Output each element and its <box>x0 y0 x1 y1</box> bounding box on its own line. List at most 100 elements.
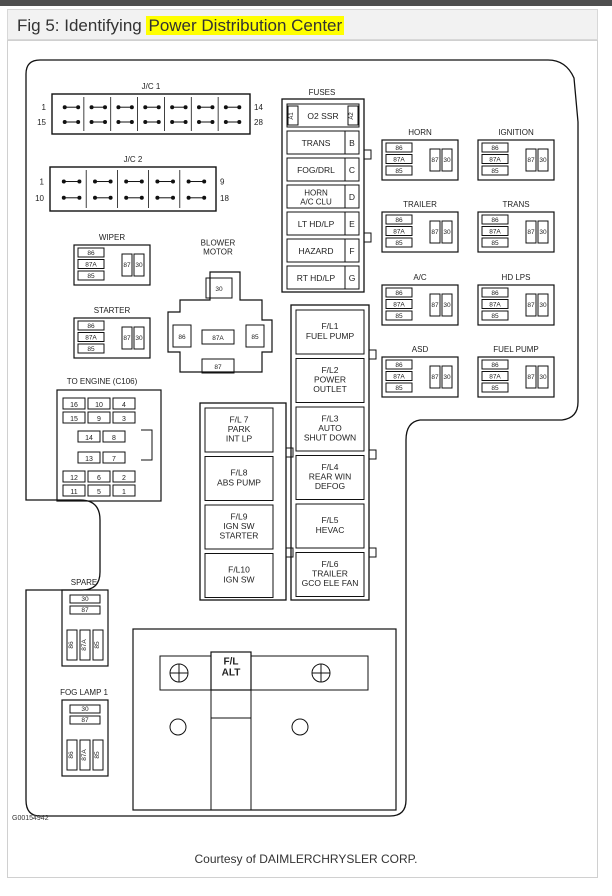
relay-asd-pin-86: 86 <box>395 362 403 369</box>
spare-pin-slot <box>92 629 104 661</box>
fl-tab <box>368 349 377 360</box>
alt-link-stud <box>291 718 309 736</box>
to-engine-cell-10: 10 <box>95 402 103 409</box>
relay-wiper-pin-slot <box>133 253 145 277</box>
relay-trailer-pin-87: 87 <box>431 229 439 236</box>
relay-trailer-pin-86: 86 <box>395 217 403 224</box>
fog-lamp-1-pin-slot <box>69 704 101 714</box>
relay-fuel-pump-pin-86: 86 <box>491 362 499 369</box>
spare-pin-slot <box>79 629 91 661</box>
relay-horn-pin-87: 87 <box>431 157 439 164</box>
fuse-block-tab <box>363 232 372 243</box>
jc2-pin <box>202 179 207 184</box>
relay-wiper-pin-slot <box>77 247 105 258</box>
fuse-6-letter: G <box>349 273 356 283</box>
to-engine-cell <box>87 470 111 483</box>
fusible-link-slot <box>204 553 274 598</box>
to-engine-cell <box>62 484 86 497</box>
relay-trans-body <box>477 211 555 253</box>
relay-a-c-pin-slot <box>441 293 453 317</box>
relay-fuel-pump-body <box>477 356 555 398</box>
blower-pin-slot <box>201 329 235 345</box>
relay-trailer-pin-30: 30 <box>443 229 451 236</box>
spare-pin-slot <box>69 594 101 604</box>
relay-starter-pin-87: 87 <box>123 335 131 342</box>
blower-pin-30: 30 <box>215 286 223 293</box>
jc2-pin <box>77 179 82 184</box>
jc1-pin <box>183 105 188 110</box>
fog-lamp-1-pin-slot <box>92 739 104 771</box>
to-engine-cell-8: 8 <box>112 435 116 442</box>
relay-horn-pin-slot <box>429 148 441 172</box>
jc1-pin-label: 14 <box>254 103 263 112</box>
blower-pin-87: 87 <box>214 364 222 371</box>
alt-link-bar <box>159 655 369 691</box>
fuse-slot <box>286 184 360 209</box>
relay-horn-pin-slot <box>385 165 413 176</box>
fuse-slot <box>286 265 360 290</box>
fog-lamp-1-pin-87A: 87A <box>81 749 88 761</box>
relay-hd-lps-pin-85: 85 <box>491 313 499 320</box>
fog-lamp-1-pin-86: 86 <box>68 751 75 759</box>
fuse-block-tab <box>363 149 372 160</box>
relay-hd-lps-pin-slot <box>525 293 537 317</box>
relay-wiper-body <box>73 244 151 286</box>
fog-lamp-1-pin-30: 30 <box>81 706 89 713</box>
jc1-pin <box>103 120 107 124</box>
relay-a-c-pin-slot <box>429 293 441 317</box>
relay-wiper-pin-slot <box>77 259 105 269</box>
fuse-0-name: O2 SSR <box>307 111 338 121</box>
jc1-pin-label: 28 <box>254 118 263 127</box>
to-engine-cell <box>62 411 86 424</box>
relay-asd-pin-slot <box>385 359 413 370</box>
relay-fuel-pump-pin-87A: 87A <box>489 374 501 381</box>
to-engine-cell <box>77 430 101 443</box>
relay-hd-lps-pin-slot <box>481 299 509 309</box>
jc1-pin <box>210 105 215 110</box>
fusible-link-slot <box>295 406 365 452</box>
relay-asd-pin-85: 85 <box>395 385 403 392</box>
fuse-0-right-id: A2 <box>349 112 355 120</box>
fuse-6-name: RT HD/LP <box>297 273 336 283</box>
to-engine-body <box>56 389 162 502</box>
relay-trans-pin-slot <box>481 237 509 248</box>
jc1-pin <box>76 105 81 110</box>
relay-trans-pin-30: 30 <box>539 229 547 236</box>
relay-trans-pin-86: 86 <box>491 217 499 224</box>
relay-asd-label: ASD <box>412 345 429 354</box>
relay-wiper-pin-87: 87 <box>123 262 131 269</box>
relay-horn-pin-slot <box>385 154 413 164</box>
relay-horn-pin-slot <box>385 142 413 153</box>
fuse-0-left-id: A1 <box>289 112 295 120</box>
relay-hd-lps-pin-slot <box>481 287 509 298</box>
alt-link-area <box>132 628 397 811</box>
to-engine-cell-9: 9 <box>97 416 101 423</box>
relay-trans-pin-87: 87 <box>527 229 535 236</box>
to-engine-label: TO ENGINE (C106) <box>67 377 138 386</box>
spare-pin-slot <box>66 629 78 661</box>
alt-link-stud <box>169 718 187 736</box>
relay-starter-pin-slot <box>133 326 145 350</box>
to-engine-cell <box>112 397 136 410</box>
relay-asd-pin-30: 30 <box>443 374 451 381</box>
relay-wiper-pin-87A: 87A <box>85 262 97 269</box>
relay-asd-pin-slot <box>385 382 413 393</box>
relay-ignition-pin-30: 30 <box>539 157 547 164</box>
relay-hd-lps-pin-87A: 87A <box>489 302 501 309</box>
relay-horn-pin-slot <box>441 148 453 172</box>
relay-wiper-pin-30: 30 <box>135 262 143 269</box>
relay-ignition-pin-87: 87 <box>527 157 535 164</box>
relay-wiper-pin-85: 85 <box>87 273 95 280</box>
relay-wiper-pin-slot <box>121 253 133 277</box>
relay-trailer-pin-slot <box>385 237 413 248</box>
to-engine-cell <box>112 411 136 424</box>
relay-wiper-pin-86: 86 <box>87 250 95 257</box>
jc1-label: J/C 1 <box>142 82 161 91</box>
fuse-1-letter: B <box>349 138 355 148</box>
jc2-body <box>49 166 217 212</box>
